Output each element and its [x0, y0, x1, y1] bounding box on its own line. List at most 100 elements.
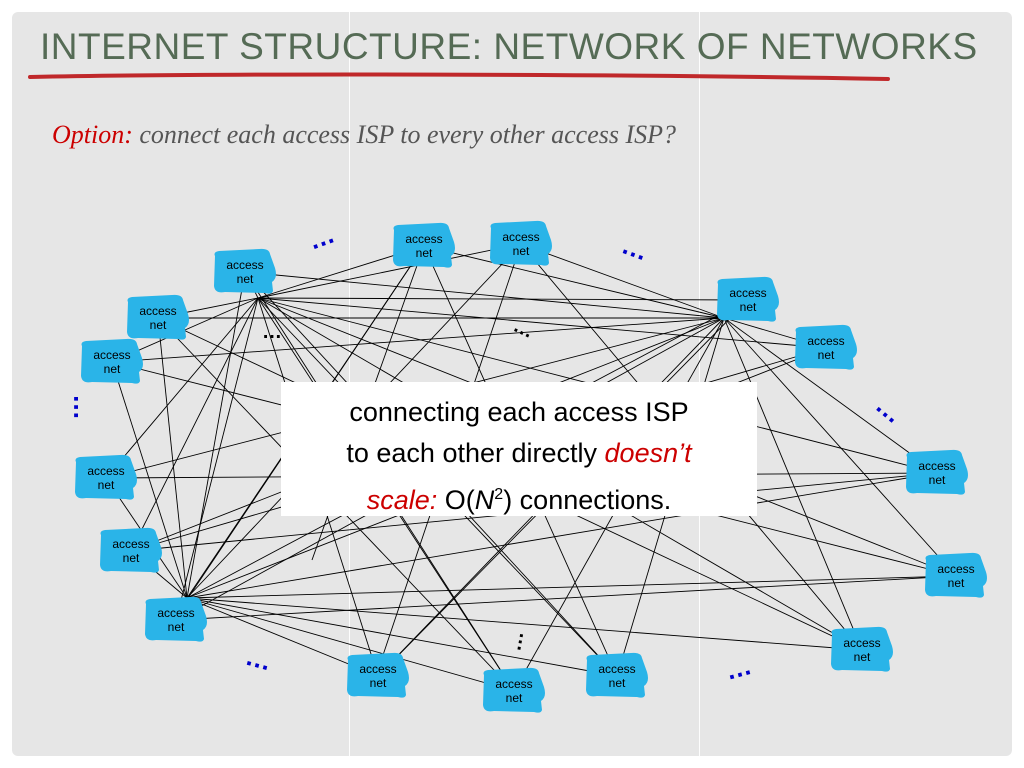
access-net-label-line1: access	[937, 562, 974, 576]
callout-text: O(	[444, 485, 475, 515]
access-net-shape	[145, 596, 207, 642]
access-net-shape	[795, 324, 857, 370]
access-net-label-line2: net	[513, 244, 530, 258]
connection-line	[186, 271, 246, 599]
access-net-label-line2: net	[740, 300, 757, 314]
callout-line-1: connecting each access ISP	[349, 397, 689, 427]
access-net-label-line1: access	[93, 348, 130, 362]
access-net-label-line2: net	[929, 473, 946, 487]
access-net-label-line2: net	[818, 348, 835, 362]
access-net-label-line1: access	[598, 662, 635, 676]
access-net-shape	[214, 248, 276, 294]
access-net-label-line1: access	[502, 230, 539, 244]
ellipsis-mark: …	[722, 650, 755, 686]
access-net-shape	[586, 652, 648, 698]
access-net-shape	[75, 454, 137, 500]
connection-line	[723, 317, 938, 474]
access-net-shape	[490, 220, 552, 266]
connection-line	[130, 297, 259, 552]
ellipsis-mark: …	[242, 641, 275, 677]
access-net-label-line2: net	[370, 676, 387, 690]
connection-line	[111, 361, 188, 599]
access-net-shape	[127, 294, 189, 340]
ellipsis-mark: …	[618, 229, 653, 266]
access-net-label-line1: access	[807, 334, 844, 348]
access-net-label-line2: net	[168, 620, 185, 634]
callout-text: to each other directly	[346, 438, 598, 468]
access-net-shape	[925, 552, 987, 598]
ellipsis-mark: …	[304, 219, 339, 256]
access-net-label-line2: net	[609, 676, 626, 690]
access-net-label-line1: access	[359, 662, 396, 676]
callout-exponent: 2	[494, 486, 504, 503]
callout-emphasis: doesn’t	[604, 438, 692, 468]
connection-line	[423, 245, 725, 319]
callout-text: ) connections.	[503, 485, 672, 515]
connection-line	[111, 317, 725, 363]
access-net-shape	[717, 276, 779, 322]
subtitle: Option: connect each access ISP to every…	[52, 120, 676, 150]
connection-line	[723, 317, 863, 651]
ellipsis-mark: …	[54, 394, 84, 420]
access-net-label-line2: net	[98, 478, 115, 492]
access-net-label-line1: access	[495, 677, 532, 691]
access-net-label-line2: net	[150, 318, 167, 332]
callout-line-3: scale: O(N2) connections.	[281, 474, 757, 521]
connection-line	[186, 472, 938, 599]
access-net-label-line2: net	[854, 650, 871, 664]
access-net-nodes: accessnetaccessnetaccessnetaccessnetacce…	[75, 220, 987, 713]
access-net-shape	[81, 338, 143, 384]
access-net-shape	[100, 527, 162, 573]
connection-line	[520, 243, 725, 319]
ellipsis-mark: …	[262, 321, 282, 343]
access-net-label-line1: access	[843, 636, 880, 650]
connection-line	[244, 271, 725, 319]
access-net-label-line1: access	[226, 258, 263, 272]
ellipsis-mark: …	[503, 629, 528, 653]
connection-line	[186, 597, 618, 677]
callout-variable: N	[474, 485, 495, 515]
access-net-label-line2: net	[104, 362, 121, 376]
access-net-shape	[906, 449, 968, 495]
connection-line	[175, 297, 259, 621]
access-net-label-line1: access	[918, 459, 955, 473]
connection-line	[186, 597, 863, 651]
ellipsis-mark: …	[870, 390, 909, 430]
access-net-label-line1: access	[139, 304, 176, 318]
connection-line	[257, 297, 827, 349]
access-net-label-line2: net	[948, 576, 965, 590]
access-net-label-line1: access	[112, 537, 149, 551]
callout-line-2: to each other directly doesn’t	[281, 433, 757, 474]
connection-line	[175, 575, 957, 621]
connection-line	[186, 597, 379, 677]
access-net-shape	[393, 222, 455, 268]
callout-emphasis: scale:	[366, 485, 438, 515]
connection-line	[157, 317, 188, 599]
access-net-label-line1: access	[729, 286, 766, 300]
ellipsis-mark: …	[510, 315, 537, 343]
option-label: Option:	[52, 120, 133, 149]
access-net-shape	[483, 667, 545, 713]
connection-line	[186, 575, 957, 599]
access-net-label-line1: access	[405, 232, 442, 246]
slide-title: INTERNET STRUCTURE: NETWORK OF NETWORKS	[40, 26, 978, 67]
access-net-shape	[347, 652, 409, 698]
connection-line	[723, 317, 957, 577]
access-net-label-line1: access	[157, 606, 194, 620]
